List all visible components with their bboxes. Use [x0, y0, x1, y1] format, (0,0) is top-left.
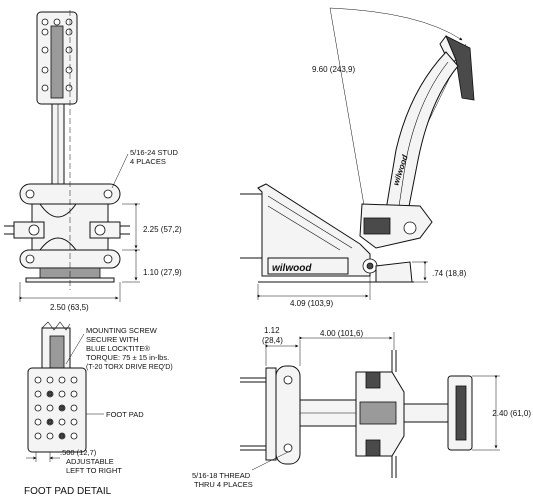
- mount-label-line1: MOUNTING SCREW: [86, 326, 158, 335]
- dim-2-50-label: 2.50 (63,5): [50, 303, 89, 312]
- dim-2-40-label: 2.40 (61,0): [492, 409, 531, 418]
- mount-label-line3: BLUE LOCKTITE®: [86, 344, 150, 353]
- dim-4-09-label: 4.09 (103,9): [290, 299, 333, 308]
- dim-2-25-label: 2.25 (57,2): [143, 225, 182, 234]
- side-view: 9.60 (243,9) wilwood wilwood .74 (18,8): [240, 7, 475, 308]
- front-view: 5/16-24 STUD 4 PLACES 2.25 (57,2) 1.10 (…: [4, 10, 182, 312]
- dim-0-500-line2: ADJUSTABLE: [66, 457, 114, 466]
- stud-label-line1: 5/16-24 STUD: [130, 148, 179, 157]
- dim-9-60-label: 9.60 (243,9): [312, 65, 355, 74]
- dim-1-12-line2: (28,4): [262, 336, 283, 345]
- stud-label-line2: 4 PLACES: [130, 157, 166, 166]
- dim-0-500-line3: LEFT TO RIGHT: [66, 466, 122, 475]
- thread-label-line2: THRU 4 PLACES: [194, 480, 253, 489]
- foot-pad-detail: MOUNTING SCREW SECURE WITH BLUE LOCKTITE…: [24, 321, 173, 497]
- dim-4-00-label: 4.00 (101,6): [320, 329, 363, 338]
- mount-label-line4: TORQUE: 75 ± 15 in-lbs.: [86, 353, 169, 362]
- foot-pad-label: FOOT PAD: [106, 410, 144, 419]
- dim-0-500-line1: .500 (12,7): [60, 448, 97, 457]
- thread-label-line1: 5/16-18 THREAD: [192, 471, 251, 480]
- top-view: 1.12 (28,4) 4.00 (101,6) 2.40 (61,0) 5/1…: [192, 326, 531, 489]
- base-brand-text: wilwood: [272, 263, 312, 274]
- foot-pad-detail-title: FOOT PAD DETAIL: [24, 486, 112, 497]
- dim-0-74-label: .74 (18,8): [432, 269, 467, 278]
- mount-label-line5: (T-20 TORX DRIVE REQ'D): [86, 364, 173, 371]
- dim-1-12-line1: 1.12: [264, 326, 280, 335]
- mount-label-line2: SECURE WITH: [86, 335, 139, 344]
- dim-1-10-label: 1.10 (27,9): [143, 268, 182, 277]
